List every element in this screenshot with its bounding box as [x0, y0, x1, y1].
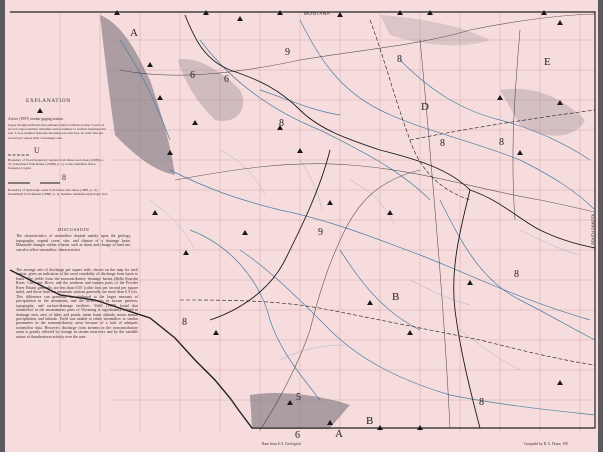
zone-number: 8 — [182, 317, 187, 328]
base-credit: Base from U.S. Geological — [262, 442, 301, 446]
explanation-title: EXPLANATION — [26, 98, 71, 104]
flood-region-boundaries — [179, 19, 596, 366]
region-letter-e1: E — [544, 56, 551, 68]
legend-samples — [8, 108, 60, 184]
zone-number: 8 — [279, 118, 284, 129]
zone-number: 6 — [295, 430, 300, 441]
montana-label: MONTANA — [304, 11, 330, 16]
zone-number: 6 — [190, 70, 195, 81]
region-letters: A A B B D E — [130, 27, 551, 440]
explanation-station-note: Upper triangle indicates discontinued st… — [8, 123, 106, 140]
explanation-station-caption: Active (1997) stream-gaging station — [8, 117, 63, 121]
region-letter-d1: D — [421, 101, 429, 113]
region-letter-b2: B — [392, 291, 399, 303]
zone-number: 8 — [479, 397, 484, 408]
explanation-hydrologic-marker: 8 — [62, 173, 66, 182]
gaging-stations — [114, 10, 563, 430]
stream-network — [119, 19, 596, 416]
legend-station-symbol — [37, 108, 43, 113]
explanation-hydrologic-text: Boundary of hydrologic units from Druse … — [8, 188, 108, 197]
zone-number: 8 — [397, 54, 402, 65]
explanation-flood-marker: U — [34, 146, 40, 155]
map-frame — [10, 11, 596, 429]
zone-number: 9 — [318, 227, 323, 238]
zone-number: 9 — [285, 47, 290, 58]
left-edge — [0, 0, 5, 452]
zone-number: 5 — [296, 392, 301, 403]
right-edge — [598, 0, 603, 452]
zone-number: 8 — [440, 138, 445, 149]
south-dakota-label: SOUTH DAKOTA — [590, 213, 595, 245]
region-letter-a1: A — [130, 27, 138, 39]
road-network — [119, 13, 596, 431]
mountain-terrain — [100, 15, 585, 428]
zone-number: 8 — [514, 269, 519, 280]
compiled-credit: Compiled by R. A. Druse, 198 — [524, 442, 568, 446]
region-letter-a2: A — [335, 428, 343, 440]
zone-numbers: 6 9 8 6 8 8 9 8 8 8 8 5 6 — [182, 47, 519, 441]
discussion-paragraph-1: The characteristics of streamflow depend… — [16, 234, 131, 252]
zone-number: 8 — [499, 137, 504, 148]
zone-number: 6 — [224, 74, 229, 85]
region-letter-b1: B — [366, 415, 373, 427]
explanation-flood-text: Boundary of flood-frequency regions from… — [8, 158, 104, 171]
hydrologic-boundaries — [184, 14, 596, 429]
discussion-paragraph-2: The average rate of discharge per square… — [16, 268, 138, 339]
map-southwest-border — [9, 269, 330, 429]
discussion-title: DISCUSSION — [58, 227, 90, 232]
